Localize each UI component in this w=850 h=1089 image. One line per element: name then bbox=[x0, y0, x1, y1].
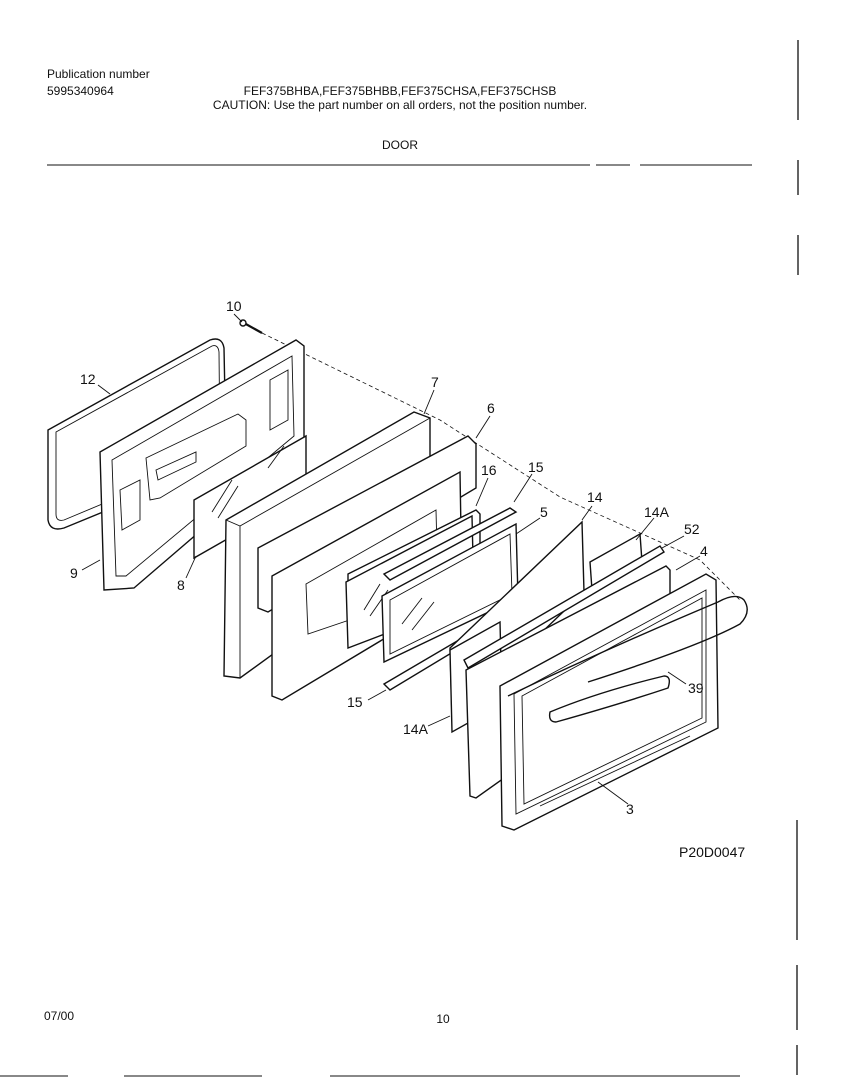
footer-date: 07/00 bbox=[44, 1009, 75, 1023]
handle-part-39 bbox=[507, 595, 748, 723]
publication-label: Publication number bbox=[47, 67, 150, 81]
callout-9: 9 bbox=[70, 565, 78, 581]
callout-10: 10 bbox=[226, 298, 242, 314]
drawing-id: P20D0047 bbox=[679, 844, 746, 860]
callout-14: 14 bbox=[587, 489, 603, 505]
callout-3: 3 bbox=[626, 801, 634, 817]
callout-14a-upper: 14A bbox=[644, 504, 670, 520]
callout-labels: 10 12 9 8 7 6 16 15 14 5 14A 52 4 39 15 … bbox=[70, 298, 708, 817]
outer-frame-part-3 bbox=[499, 573, 719, 831]
assembly-axis-line bbox=[261, 332, 741, 601]
callout-16: 16 bbox=[481, 462, 497, 478]
trim-part-52 bbox=[463, 545, 665, 669]
caution-note: CAUTION: Use the part number on all orde… bbox=[212, 98, 588, 112]
callout-15-lower: 15 bbox=[347, 694, 363, 710]
leader-lines bbox=[81, 313, 701, 805]
callout-12: 12 bbox=[80, 371, 96, 387]
callout-15-upper: 15 bbox=[528, 459, 544, 475]
callout-6: 6 bbox=[487, 400, 495, 416]
inner-glass-part-8 bbox=[193, 434, 307, 560]
publication-number: 5995340964 bbox=[47, 84, 114, 98]
callout-5: 5 bbox=[540, 504, 548, 520]
callout-4: 4 bbox=[700, 543, 708, 559]
page-number: 10 bbox=[436, 1012, 450, 1026]
callout-52: 52 bbox=[684, 521, 700, 537]
section-title: DOOR bbox=[382, 138, 418, 152]
scan-edge-marks bbox=[796, 40, 799, 1075]
callout-39: 39 bbox=[688, 680, 704, 696]
clip-part-15-upper bbox=[382, 507, 518, 581]
callout-8: 8 bbox=[177, 577, 185, 593]
model-numbers: FEF375BHBA,FEF375BHBB,FEF375CHSA,FEF375C… bbox=[243, 84, 557, 98]
callout-7: 7 bbox=[431, 374, 439, 390]
screw-part-10 bbox=[239, 319, 263, 334]
callout-14a-lower: 14A bbox=[403, 721, 429, 737]
